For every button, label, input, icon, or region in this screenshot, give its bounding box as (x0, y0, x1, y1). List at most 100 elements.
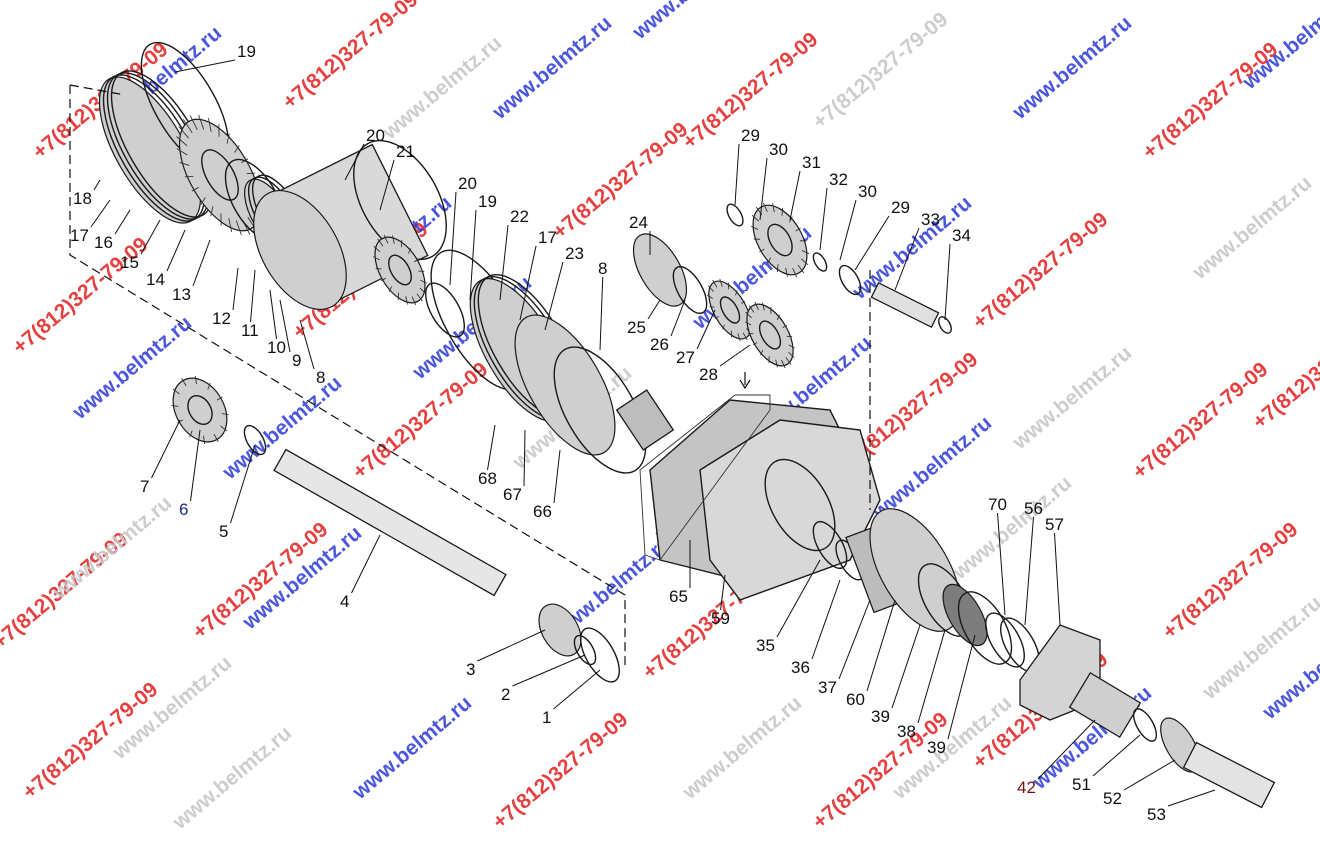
watermark-phone: +7(812)327-79-09 (488, 708, 632, 834)
watermark-site: www.belmtz.ru (488, 11, 616, 124)
callout-number: 65 (669, 587, 688, 606)
callout-number: 68 (478, 469, 497, 488)
snap-ring-34 (938, 316, 952, 334)
leader-line (839, 199, 857, 261)
leader-line (891, 624, 921, 709)
insertion-arrow-head (739, 379, 751, 390)
parts-drawing (69, 41, 1276, 809)
callout-number: 7 (140, 477, 149, 496)
leader-line (1037, 719, 1096, 780)
leader-line (279, 299, 291, 353)
callout-number: 29 (741, 126, 760, 145)
callout-number: 60 (846, 690, 865, 709)
leader-line (759, 157, 768, 221)
seal-ring (425, 282, 465, 338)
callout-number: 21 (396, 142, 415, 161)
leader-line (230, 444, 256, 524)
leader-line (1024, 516, 1034, 626)
leader-line (553, 669, 601, 710)
callout-number: 23 (565, 244, 584, 263)
leader-line (720, 574, 726, 611)
callout-number: 18 (73, 189, 92, 208)
assembly-boundary (69, 85, 626, 670)
watermark-site: www.belmtz.ru (1008, 11, 1136, 124)
watermark-site: www.belmtz.ru (848, 191, 976, 304)
callout-number: 35 (756, 636, 775, 655)
leader-line (599, 276, 604, 351)
leader-line (90, 199, 111, 228)
leader-line (449, 191, 457, 286)
watermark-site: www.belmtz.ru (1008, 341, 1136, 454)
callout-number: 16 (94, 233, 113, 252)
callout-number: 37 (818, 678, 837, 697)
callout-number: 56 (1024, 499, 1043, 518)
drum-rear (353, 139, 447, 261)
watermark-phone: +7(812)327-79-09 (968, 208, 1112, 334)
drum-face (253, 189, 347, 311)
watermark-site: www.belmtz.ru (348, 691, 476, 804)
callout-number: 39 (927, 738, 946, 757)
leader-line (544, 261, 564, 331)
leader-line (811, 579, 841, 660)
gear-28 (745, 301, 795, 369)
snap-ring-51 (1132, 708, 1158, 742)
leader-line (819, 187, 828, 251)
callout-number: 59 (711, 609, 730, 628)
gear-31 (750, 202, 810, 278)
output-hub-42 (1068, 671, 1142, 739)
callout-number: 13 (172, 285, 191, 304)
main-shaft-4 (273, 448, 507, 597)
leader-line (696, 309, 716, 350)
leader-line (917, 629, 946, 724)
watermark-phone: +7(812)327-79-09 (278, 0, 422, 114)
leader-line (250, 269, 256, 323)
callout-number: 30 (858, 182, 877, 201)
callout-number: 67 (503, 485, 522, 504)
leader-line (519, 245, 537, 321)
leader-line (553, 449, 561, 504)
callout-number: 33 (921, 210, 940, 229)
callout-number: 26 (650, 335, 669, 354)
leader-line (789, 170, 801, 221)
callout-number: 19 (237, 42, 256, 61)
callout-number: 9 (292, 351, 301, 370)
leader-lines (90, 59, 1216, 807)
leader-line (776, 559, 821, 638)
callout-number: 28 (699, 365, 718, 384)
callout-number: 53 (1147, 805, 1166, 824)
housing-bore (764, 458, 836, 552)
leader-line (1167, 789, 1216, 807)
leader-line (719, 344, 751, 367)
watermark-phone: +7(812)327-79-09 (1128, 358, 1272, 484)
leader-line (670, 299, 686, 337)
callout-number: 2 (501, 685, 510, 704)
callout-number: 27 (676, 348, 695, 367)
leader-line (469, 209, 477, 301)
callout-number: 24 (629, 213, 648, 232)
leader-line (838, 599, 871, 680)
spacer-25 (672, 265, 708, 315)
callout-number: 20 (366, 126, 385, 145)
watermark-site: www.belmtz.ru (1188, 171, 1316, 284)
callout-number: 66 (533, 502, 552, 521)
leader-line (854, 215, 890, 271)
watermark-site: www.belmtz.ru (48, 491, 176, 604)
bearing-38 (942, 583, 988, 647)
watermark-phone: +7(812)327-79-09 (8, 233, 152, 359)
leader-line (477, 629, 546, 662)
coupling-7 (171, 375, 229, 445)
callout-number: 3 (466, 660, 475, 679)
clutch-gear (176, 114, 264, 236)
callout-number: 6 (179, 500, 188, 519)
snap-ring-1 (580, 627, 620, 683)
callout-number: 70 (988, 495, 1007, 514)
leader-line (499, 224, 509, 301)
leader-line (351, 534, 381, 594)
watermark-phone: +7(812)327-79-09 (548, 118, 692, 244)
callout-number: 38 (897, 722, 916, 741)
washer-29 (726, 203, 744, 227)
callout-number: 52 (1103, 789, 1122, 808)
leader-line (487, 424, 496, 471)
